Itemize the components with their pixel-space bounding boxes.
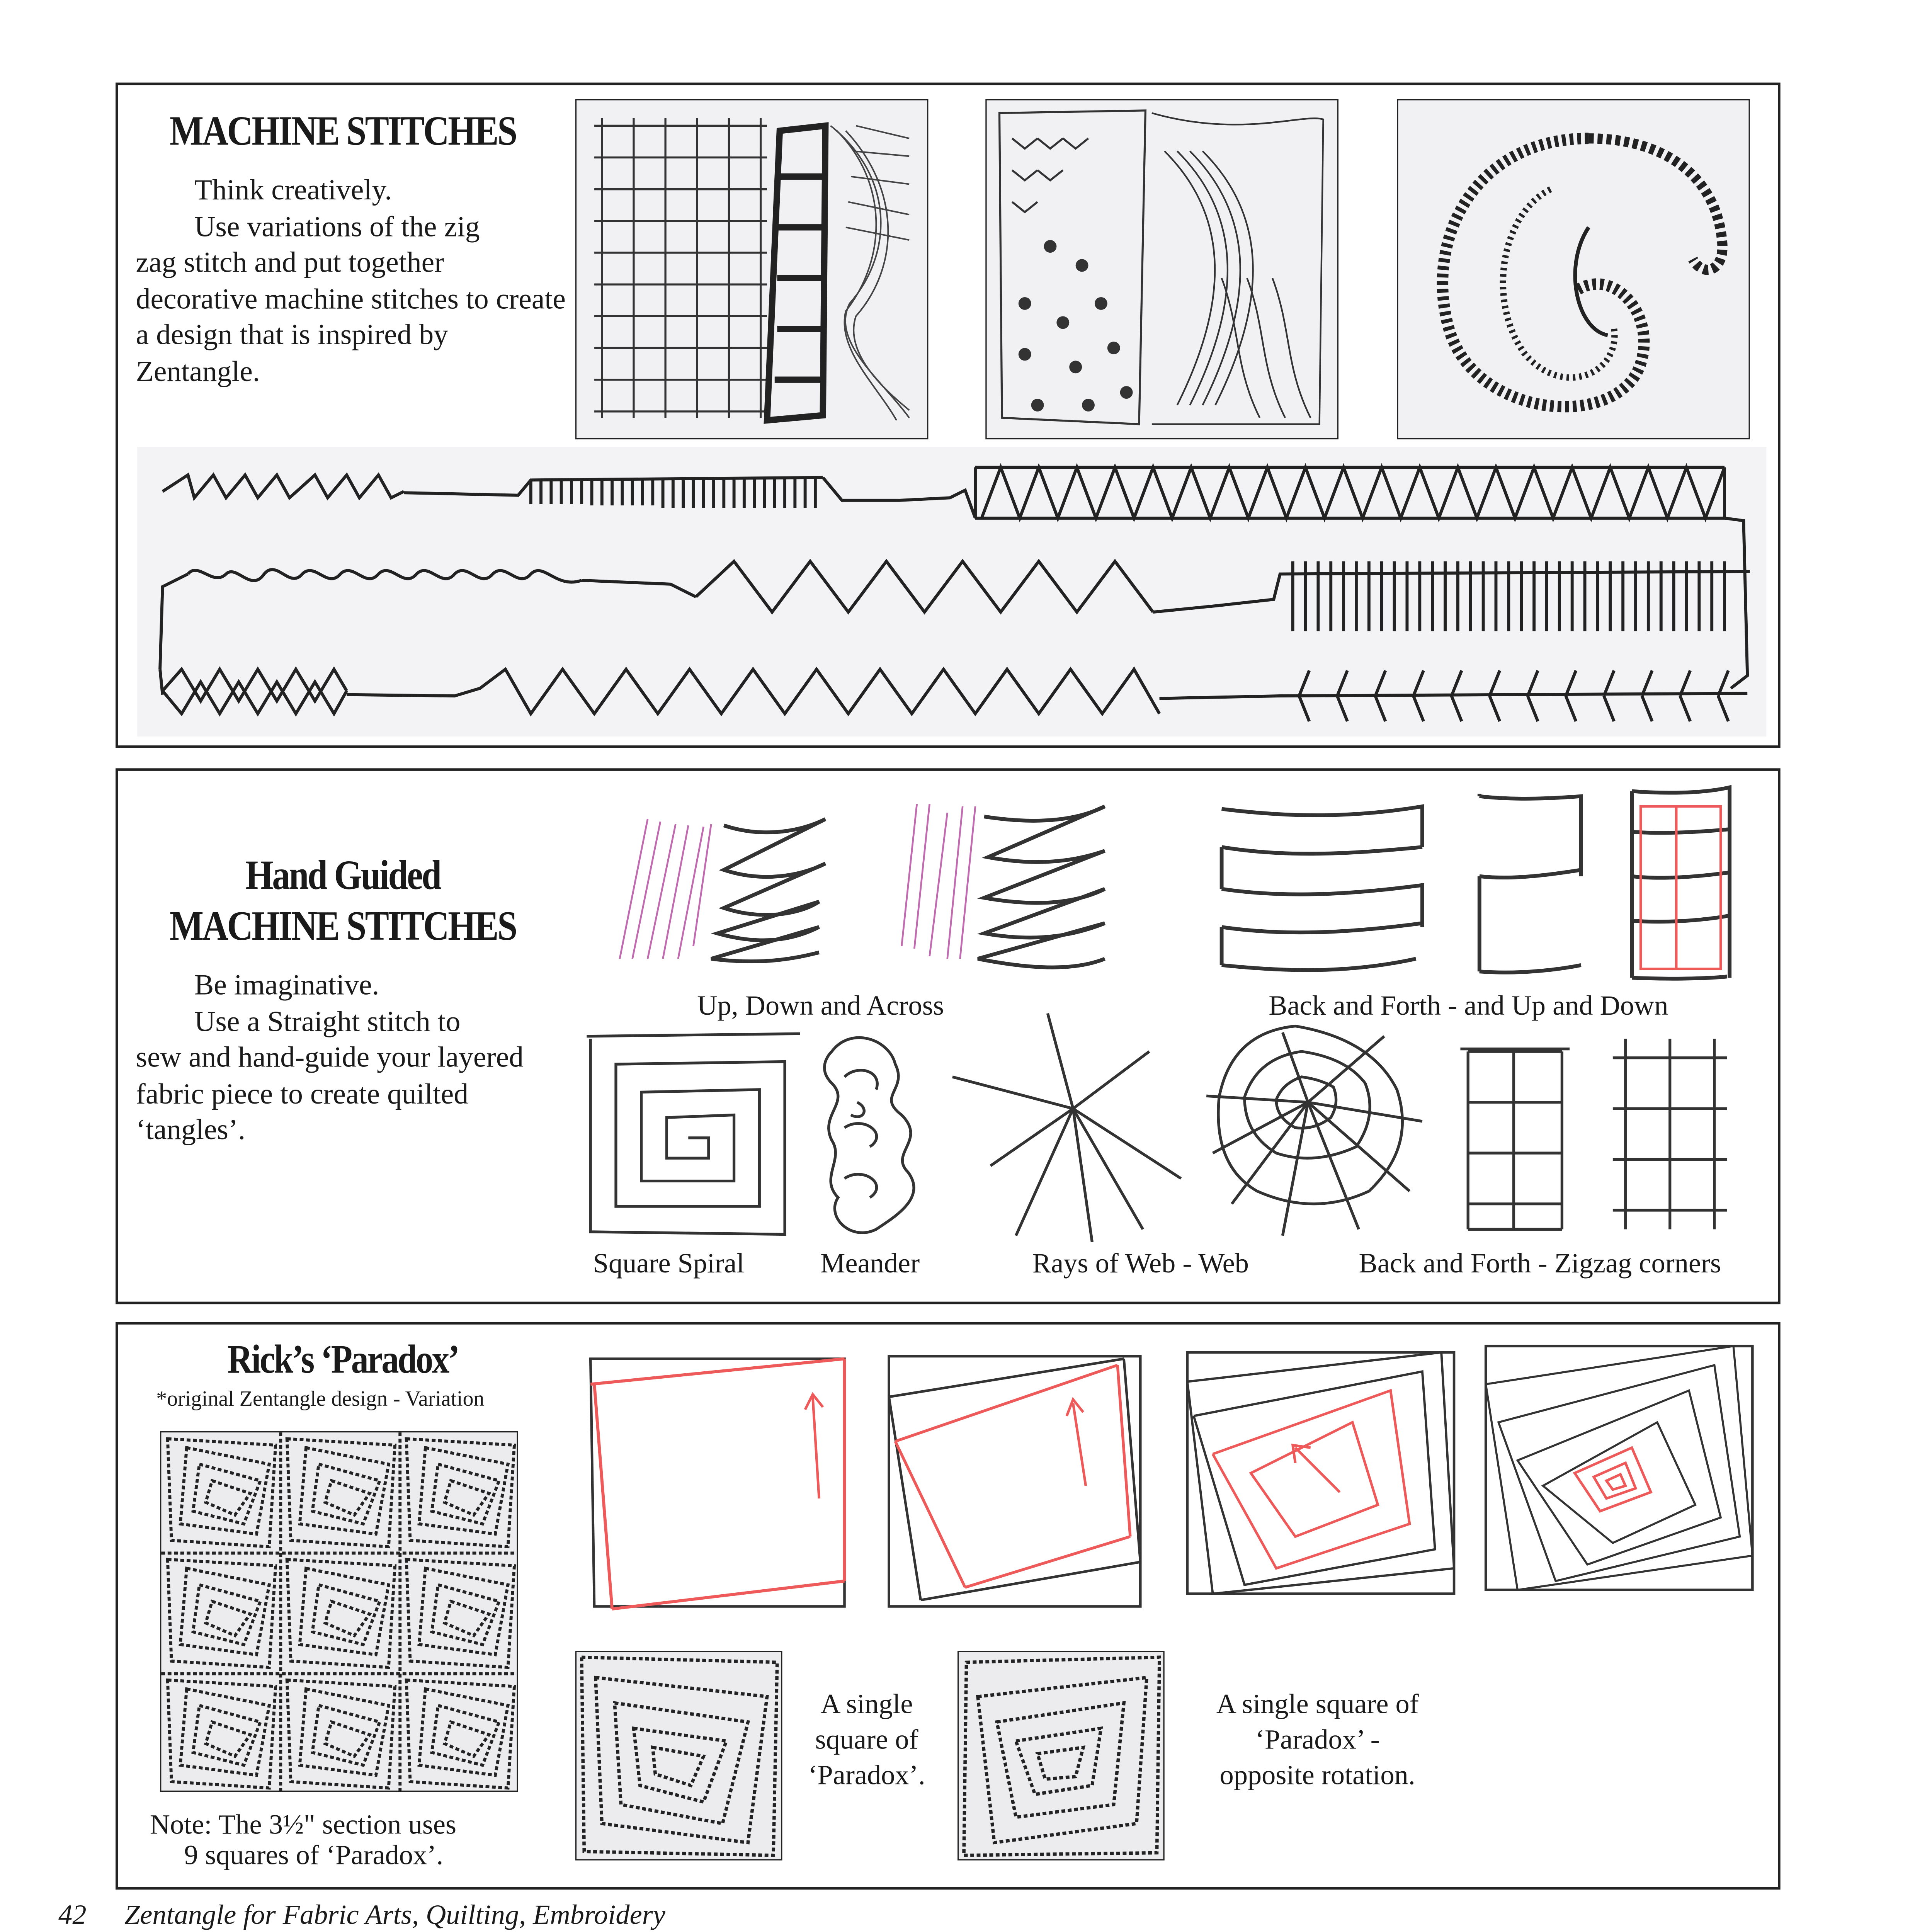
woven-grid-sample-photo <box>575 99 929 440</box>
paradox-opposite-rotation-photo <box>957 1651 1165 1861</box>
caption-back-and-forth-up-down: Back and Forth - and Up and Down <box>1269 989 1668 1021</box>
caption-single-square: A single square of ‘Paradox’. <box>800 1686 933 1793</box>
paradox-step-diagrams <box>584 1345 1754 1611</box>
paradox-step-3 <box>1186 1351 1456 1595</box>
hand-guided-title-line2: MACHINE STITCHES <box>169 904 517 950</box>
hand-guided-title-line1: Hand Guided <box>245 853 442 899</box>
machine-stitches-text: Think creatively. Use variations of the … <box>136 173 568 390</box>
caption-back-and-forth-zigzag: Back and Forth - Zigzag corners <box>1359 1247 1721 1279</box>
paradox-step-2 <box>888 1355 1142 1608</box>
paradox-single-square-photo <box>575 1651 782 1861</box>
hand-guided-top-diagrams <box>571 781 1765 984</box>
machine-body-rest: zag stitch and put together decorative m… <box>136 246 566 387</box>
caption-opposite-rotation: A single square of ‘Paradox’ - opposite … <box>1187 1686 1448 1793</box>
hand-guided-text: Be imaginative. Use a Straight stitch to… <box>136 968 568 1148</box>
caption-up-down-across: Up, Down and Across <box>697 989 944 1021</box>
floral-wave-illustration <box>998 109 1324 425</box>
paisley-sample-photo <box>1397 99 1750 440</box>
hand-guided-bottom-diagrams <box>571 1013 1765 1248</box>
page-number: 42 <box>58 1898 87 1930</box>
caption-single-line3: ‘Paradox’. <box>808 1759 925 1791</box>
paradox-note-line1: Note: The 3½" section uses <box>150 1808 457 1840</box>
hand-guided-lead: Be imaginative. <box>194 969 379 1001</box>
caption-opposite-line3: opposite rotation. <box>1219 1759 1415 1791</box>
stitch-sampler-strip <box>137 447 1767 737</box>
paradox-steps-illustration <box>589 1345 1754 1611</box>
caption-opposite-line1: A single square of <box>1216 1687 1419 1719</box>
paradox-opposite-illustration <box>962 1655 1161 1857</box>
paradox-step-1 <box>589 1357 846 1611</box>
floral-wave-sample-photo <box>985 99 1338 440</box>
caption-single-line1: A single <box>820 1687 913 1719</box>
paradox-title: Rick’s ‘Paradox’ <box>227 1336 459 1382</box>
machine-body-first: Use variations of the zig <box>194 210 480 242</box>
paradox-subtitle: *original Zentangle design - Variation <box>156 1386 485 1411</box>
paradox-note-line2: 9 squares of ‘Paradox’. <box>184 1838 444 1871</box>
stitch-sampler-illustration <box>158 463 1750 722</box>
paradox-step-4 <box>1484 1345 1754 1591</box>
paradox-single-illustration <box>580 1655 779 1857</box>
up-down-across-diagram <box>619 785 1732 981</box>
hand-guided-body-first: Use a Straight stitch to <box>194 1005 461 1037</box>
caption-meander: Meander <box>820 1247 920 1279</box>
hand-guided-body-rest: sew and hand-guide your layered fabric p… <box>136 1041 524 1146</box>
caption-single-line2: square of <box>815 1723 918 1755</box>
machine-stitches-title: MACHINE STITCHES <box>169 109 517 155</box>
tangle-pattern-diagrams <box>587 1013 1727 1242</box>
paradox-nine-square-photo <box>160 1431 518 1792</box>
caption-rays-of-web: Rays of Web - Web <box>1032 1247 1249 1279</box>
book-title: Zentangle for Fabric Arts, Quilting, Emb… <box>124 1898 665 1930</box>
paisley-illustration <box>1437 133 1728 413</box>
paradox-grid-illustration <box>161 1432 517 1791</box>
caption-square-spiral: Square Spiral <box>593 1247 745 1279</box>
woven-grid-illustration <box>594 118 910 424</box>
machine-lead: Think creatively. <box>194 174 392 206</box>
caption-opposite-line2: ‘Paradox’ - <box>1255 1723 1380 1755</box>
hand-guided-section <box>116 768 1781 1304</box>
